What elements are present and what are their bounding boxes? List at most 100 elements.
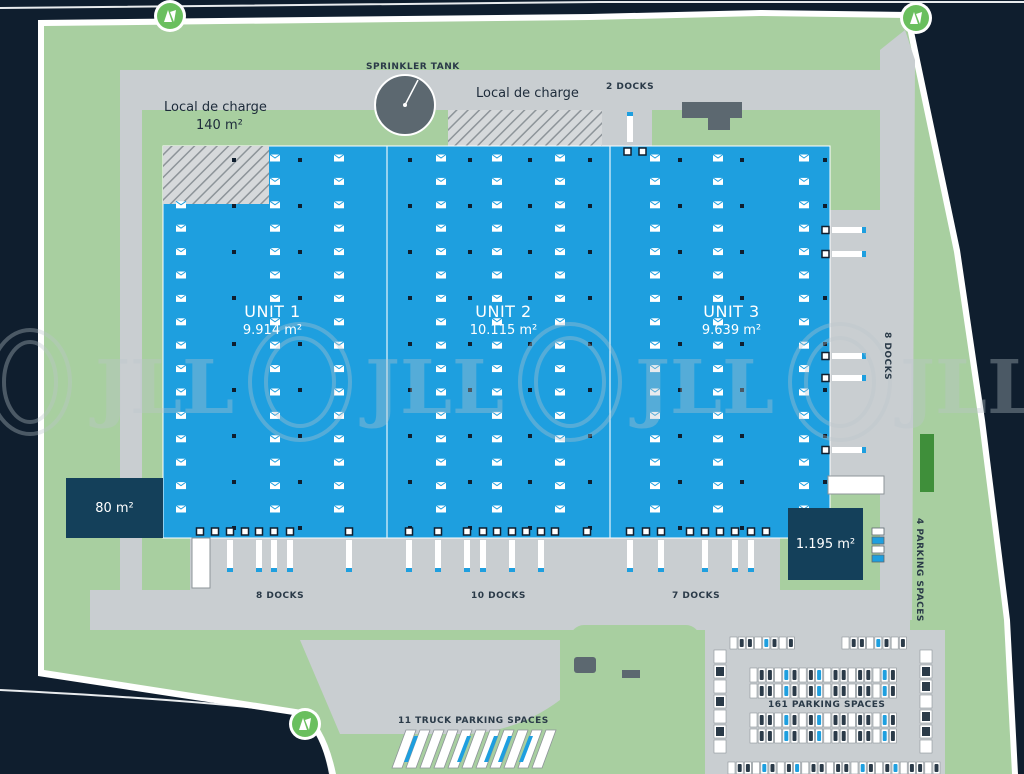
column-marker	[408, 158, 412, 162]
skylight	[712, 434, 724, 443]
dock-door-south	[509, 540, 515, 572]
dock-leveller	[285, 527, 295, 536]
car-stall	[848, 712, 856, 728]
column-marker	[740, 158, 744, 162]
skylight	[269, 341, 281, 349]
dock-leveller	[821, 225, 830, 235]
car-stall	[774, 728, 782, 744]
car-stall	[872, 683, 881, 699]
dock-leveller	[536, 527, 546, 536]
local-charge-left-label: Local de charge	[164, 100, 267, 115]
skylight	[491, 388, 503, 396]
column-marker	[740, 342, 744, 346]
skylight	[175, 271, 187, 279]
skylight	[491, 434, 503, 443]
skylight	[712, 458, 724, 466]
truck-stall	[503, 729, 529, 769]
unit-3-area: 9.639 m²	[701, 323, 762, 338]
skylight	[712, 177, 724, 185]
column-marker	[678, 296, 682, 300]
skylight	[712, 317, 724, 326]
car-stall	[826, 761, 834, 774]
column-marker	[740, 296, 744, 300]
unit-1-area: 9.914 m²	[242, 323, 303, 338]
car-stall	[778, 636, 787, 650]
skylight	[554, 411, 566, 419]
skylight	[269, 505, 281, 513]
dock-door-south	[287, 540, 293, 572]
truck-stall	[531, 729, 557, 769]
car-stall	[749, 683, 758, 699]
dock-door-east	[832, 251, 866, 257]
skylight	[649, 481, 661, 490]
dock-door-south	[271, 540, 277, 572]
skylight	[798, 177, 810, 185]
skylight	[269, 247, 281, 256]
dock-leveller	[507, 527, 517, 536]
access-marker-top-right[interactable]	[900, 2, 932, 34]
skylight	[491, 317, 503, 326]
skylight	[554, 154, 566, 162]
access-marker-bottom-left[interactable]	[289, 708, 321, 740]
column-marker	[823, 388, 827, 392]
car-stall	[919, 694, 933, 709]
column-marker	[468, 250, 472, 254]
column-marker	[232, 296, 236, 300]
docks-top-label: 2 DOCKS	[606, 82, 655, 92]
column-marker	[823, 342, 827, 346]
unit-3-label[interactable]: UNIT 3 9.639 m²	[674, 302, 789, 338]
truck	[457, 736, 471, 762]
dock-leveller	[821, 445, 830, 455]
skylight	[333, 434, 345, 443]
skylight	[798, 434, 810, 443]
car-stall	[872, 728, 881, 744]
skylight	[491, 481, 503, 490]
north-dock-apron	[600, 70, 652, 150]
column-marker	[232, 434, 236, 438]
car-stall	[848, 667, 856, 683]
skylight	[333, 224, 345, 232]
skylight	[269, 177, 281, 185]
skylight	[554, 481, 566, 490]
dock-door-east	[832, 375, 866, 381]
car-stall	[890, 636, 899, 650]
column-marker	[468, 204, 472, 208]
parking-right-label: 4 PARKING SPACES	[914, 518, 924, 622]
car-stall	[798, 667, 807, 683]
skylight	[435, 271, 447, 279]
local-de-charge-top	[448, 110, 602, 146]
skylight	[435, 224, 447, 232]
unit-2-label[interactable]: UNIT 2 10.115 m²	[446, 302, 561, 338]
skylight	[798, 341, 810, 349]
skylight	[175, 200, 187, 209]
column-marker	[232, 204, 236, 208]
column-marker	[298, 388, 302, 392]
column-marker	[823, 158, 827, 162]
skylight	[175, 505, 187, 513]
column-marker	[823, 434, 827, 438]
car-stall	[823, 683, 832, 699]
unit-1-label[interactable]: UNIT 1 9.914 m²	[215, 302, 330, 338]
parking-space	[871, 536, 885, 545]
column-marker	[408, 296, 412, 300]
dock-leveller	[656, 527, 666, 536]
skylight	[712, 481, 724, 490]
skylight	[269, 434, 281, 443]
dock-door-south	[480, 540, 486, 572]
skylight	[712, 247, 724, 256]
skylight	[798, 247, 810, 256]
skylight	[333, 294, 345, 302]
skylight	[649, 154, 661, 162]
dock-door-south	[406, 540, 412, 572]
access-marker-top-left[interactable]	[154, 0, 186, 32]
column-marker	[588, 480, 592, 484]
dock-leveller	[240, 527, 250, 536]
local-charge-top-label: Local de charge	[476, 86, 579, 101]
column-marker	[740, 388, 744, 392]
car-stall	[872, 712, 881, 728]
car-stall	[729, 636, 738, 650]
office-right-area: 1.195 m²	[795, 536, 856, 552]
office-left-area: 80 m²	[95, 500, 134, 516]
column-marker	[528, 388, 532, 392]
